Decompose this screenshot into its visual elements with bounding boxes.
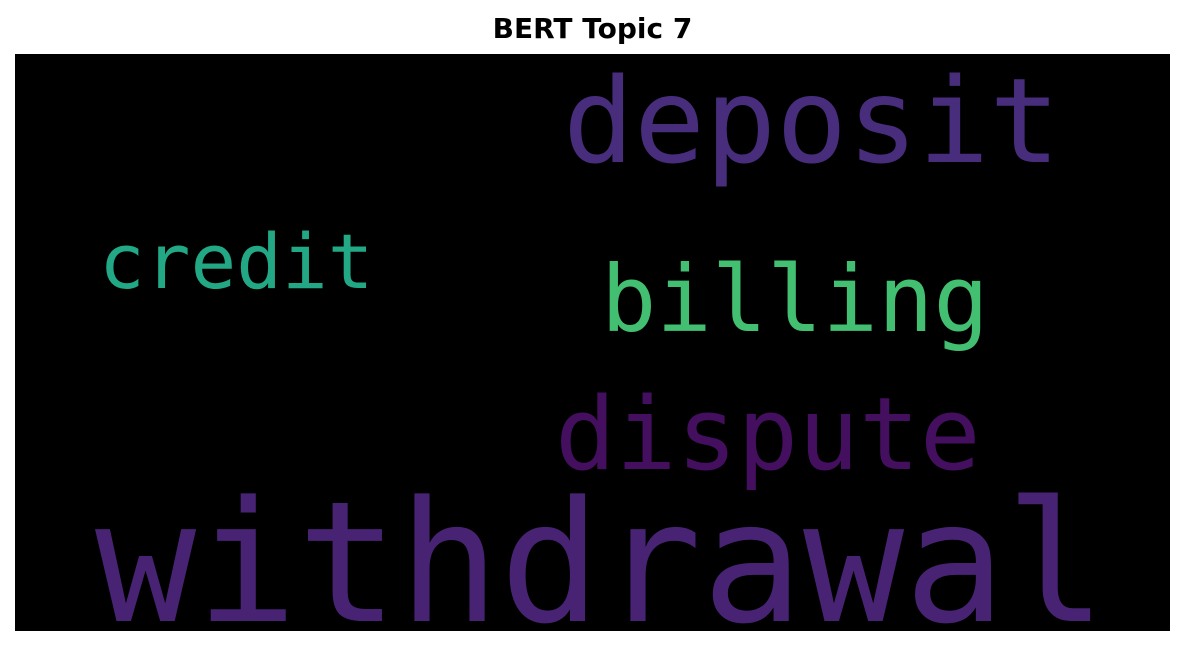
- word-dispute: dispute: [555, 375, 981, 493]
- chart-title: BERT Topic 7: [492, 12, 693, 45]
- word-credit: credit: [99, 217, 374, 306]
- word-deposit: deposit: [563, 54, 1061, 190]
- word-billing: billing: [601, 246, 989, 353]
- word-withdrawal: withdrawal: [95, 465, 1107, 631]
- word-cloud-canvas: withdrawal deposit dispute billing credit: [15, 54, 1170, 631]
